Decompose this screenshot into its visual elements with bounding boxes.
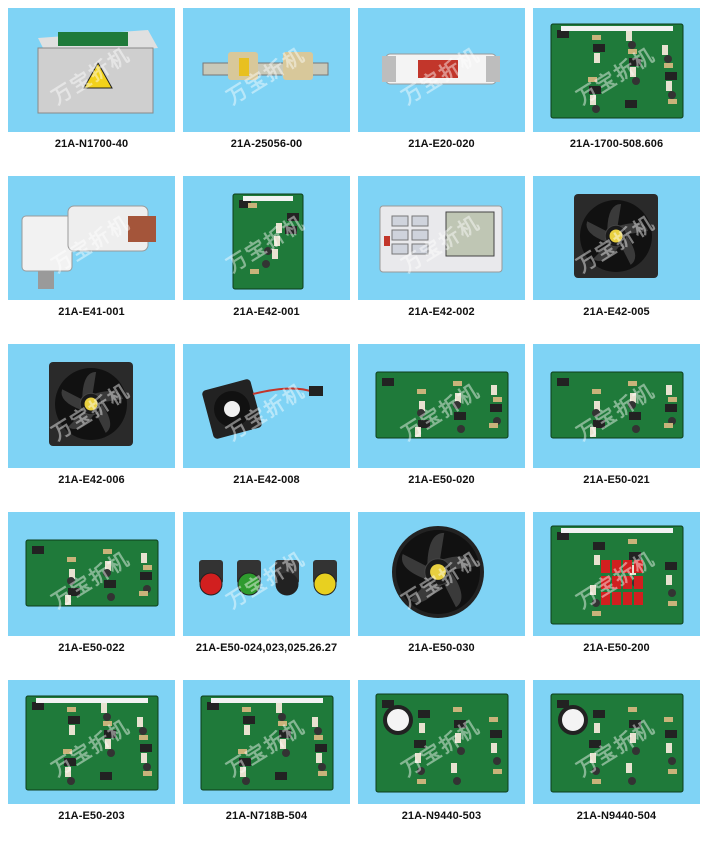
product-photo: 万宝折机 (8, 344, 175, 468)
power-board-icon (550, 371, 684, 439)
product-card: 万宝折机 21A-E42-001 (183, 176, 350, 334)
product-card: 万宝折机 21A-E20-020 (358, 8, 525, 166)
product-grid: 万宝折机 21A-N1700-40 万宝折机 21A-25056-00 万宝折机 21A-… (8, 8, 700, 838)
circuit-board-icon (550, 23, 684, 119)
product-code: 21A-E50-024,023,025.26.27 (195, 642, 338, 654)
product-photo: 万宝折机 (358, 512, 525, 636)
product-card: 万宝折机 21A-N1700-40 (8, 8, 175, 166)
product-card: 万宝折机 21A-E50-024,023,025.26.27 (183, 512, 350, 670)
small-fan-icon (202, 379, 323, 439)
product-code: 21A-E42-005 (583, 306, 650, 318)
cooling-fan-icon (49, 362, 133, 446)
product-photo: 万宝折机 (183, 344, 350, 468)
product-photo: 万宝折机 (358, 680, 525, 804)
product-photo: 万宝折机 (183, 8, 350, 132)
product-photo: 万宝折机 (358, 176, 525, 300)
product-photo: 万宝折机 (533, 344, 700, 468)
product-card: 万宝折机 21A-E50-022 (8, 512, 175, 670)
product-card: 万宝折机 21A-1700-508.606 (533, 8, 700, 166)
round-fan-icon (392, 526, 484, 618)
product-code: 21A-E42-006 (58, 474, 125, 486)
product-card: 万宝折机 21A-E42-008 (183, 344, 350, 502)
product-code: 21A-E50-021 (583, 474, 650, 486)
power-supply-box-icon (37, 30, 158, 114)
product-code: 21A-E41-001 (58, 306, 125, 318)
product-code: 21A-E42-008 (233, 474, 300, 486)
product-photo: 万宝折机 (358, 8, 525, 132)
product-card: 万宝折机 21A-E50-203 (8, 680, 175, 838)
product-code: 21A-N1700-40 (54, 138, 129, 150)
product-code: 21A-1700-508.606 (569, 138, 664, 150)
product-photo: 万宝折机 (183, 680, 350, 804)
product-card: 万宝折机 21A-N9440-504 (533, 680, 700, 838)
product-card: 万宝折机 21A-25056-00 (183, 8, 350, 166)
product-card: 万宝折机 21A-E50-020 (358, 344, 525, 502)
product-code: 21A-E42-002 (408, 306, 475, 318)
cooling-fan-icon (574, 194, 658, 278)
product-code: 21A-25056-00 (230, 138, 303, 150)
circuit-board-icon (200, 695, 334, 791)
product-code: 21A-E50-200 (583, 642, 650, 654)
product-code: 21A-E50-203 (58, 810, 125, 822)
gear-motor-icon (21, 205, 156, 289)
product-photo: 万宝折机 (183, 176, 350, 300)
power-board-icon (550, 693, 684, 793)
product-photo: 万宝折机 (533, 8, 700, 132)
push-buttons-icon (199, 560, 337, 596)
product-card: 万宝折机 21A-N718B-504 (183, 680, 350, 838)
product-code: 21A-E42-001 (233, 306, 300, 318)
product-photo: 万宝折机 (533, 512, 700, 636)
product-card: 万宝折机 21A-N9440-503 (358, 680, 525, 838)
product-code: 21A-E50-030 (408, 642, 475, 654)
product-photo: 万宝折机 (8, 176, 175, 300)
small-circuit-board-icon (232, 193, 304, 290)
power-board-icon (375, 371, 509, 439)
product-photo: 万宝折机 (8, 680, 175, 804)
product-card: 万宝折机 21A-E50-200 (533, 512, 700, 670)
product-photo: 万宝折机 (8, 8, 175, 132)
bolt-fuse-icon (202, 52, 329, 80)
product-code: 21A-E50-020 (408, 474, 475, 486)
product-photo: 万宝折机 (358, 344, 525, 468)
product-card: 万宝折机 21A-E41-001 (8, 176, 175, 334)
product-card: 万宝折机 21A-E42-006 (8, 344, 175, 502)
product-code: 21A-N9440-503 (401, 810, 482, 822)
cartridge-fuse-icon (382, 53, 500, 85)
power-board-icon (25, 539, 159, 607)
product-code: 21A-N9440-504 (576, 810, 657, 822)
relay-board-icon (550, 525, 684, 625)
circuit-board-icon (25, 695, 159, 791)
product-card: 万宝折机 21A-E42-005 (533, 176, 700, 334)
keypad-display-icon (379, 205, 503, 273)
product-code: 21A-E50-022 (58, 642, 125, 654)
product-photo: 万宝折机 (8, 512, 175, 636)
product-photo: 万宝折机 (533, 176, 700, 300)
product-card: 万宝折机 21A-E50-021 (533, 344, 700, 502)
power-board-icon (375, 693, 509, 793)
product-code: 21A-E20-020 (408, 138, 475, 150)
product-photo: 万宝折机 (533, 680, 700, 804)
product-card: 万宝折机 21A-E42-002 (358, 176, 525, 334)
product-code: 21A-N718B-504 (225, 810, 308, 822)
product-photo: 万宝折机 (183, 512, 350, 636)
product-card: 万宝折机 21A-E50-030 (358, 512, 525, 670)
